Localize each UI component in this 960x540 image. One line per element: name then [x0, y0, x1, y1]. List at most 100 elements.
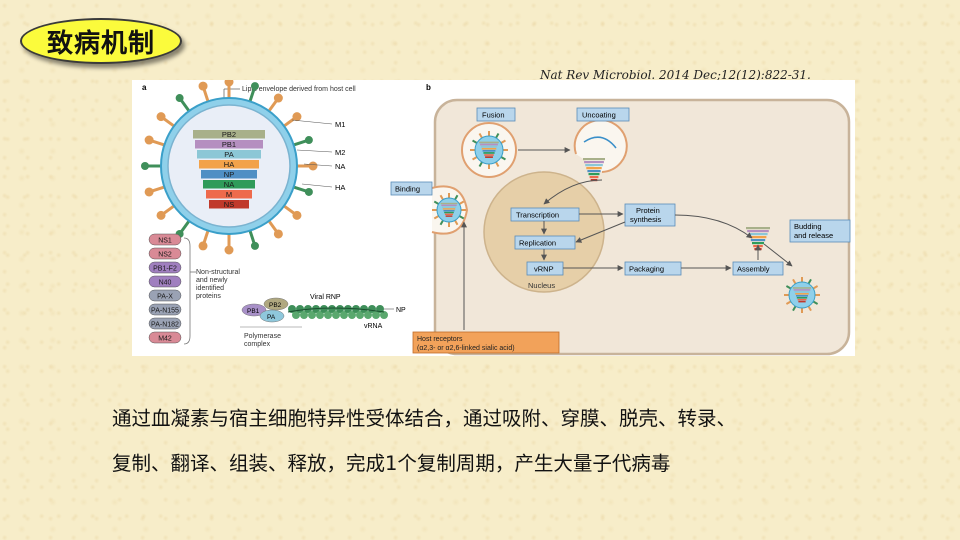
na-spike: [248, 82, 259, 102]
nsp-ns2: NS2: [148, 247, 182, 260]
svg-text:PA-N182: PA-N182: [151, 322, 179, 329]
ha-spike: [198, 81, 210, 102]
step-budding: Budding and release: [794, 222, 833, 240]
vrna-label: vRNA: [364, 323, 383, 330]
step-protein-synthesis: Protein synthesis: [630, 206, 662, 224]
ha-spike: [156, 204, 175, 220]
svg-text:HA: HA: [224, 160, 234, 169]
svg-text:NS2: NS2: [158, 252, 172, 259]
svg-text:PA-X: PA-X: [157, 294, 173, 301]
step-binding: Binding: [395, 185, 420, 194]
rnp-pa: PA: [267, 314, 276, 321]
virion-binding: [432, 193, 466, 227]
host-receptors-label: Host receptors (α2,3- or α2,6-linked sia…: [417, 336, 515, 352]
pathway-arrows: [461, 147, 793, 330]
ha-spike: [198, 230, 210, 251]
slide-title-badge: 致病机制: [20, 18, 182, 64]
segment-np: NP: [201, 170, 257, 179]
nsp-n40: N40: [148, 275, 182, 288]
ha-spike: [283, 112, 302, 128]
ha-spike: [144, 185, 165, 197]
na-spike: [293, 136, 313, 147]
figure-influenza-pathogenesis: a Lipid envelope derived from host cell …: [132, 80, 855, 356]
na-spike: [175, 94, 191, 112]
ha-spike: [156, 112, 175, 128]
panel-b: b Nucleus Fusion Uncoating Binding Trans…: [390, 83, 851, 356]
body-line-2: 复制、翻译、组装、释放，完成1个复制周期，产生大量子代病毒: [112, 452, 671, 475]
rnp-pb2: PB2: [269, 302, 282, 309]
na-spike: [141, 162, 161, 170]
svg-text:N40: N40: [159, 280, 172, 287]
viral-rnp-title: Viral RNP: [310, 294, 341, 301]
np-label: NP: [396, 307, 406, 314]
svg-text:PA: PA: [224, 150, 233, 159]
np-beads: [287, 305, 388, 319]
virion-callouts: M1 M2 NA HA: [291, 119, 345, 192]
segment-ha: HA: [199, 160, 259, 169]
ha-spike: [283, 204, 302, 220]
ha-spike: [224, 234, 234, 255]
step-fusion: Fusion: [482, 111, 505, 120]
step-vrnp: vRNP: [534, 265, 554, 274]
host-receptors-box: [412, 331, 560, 354]
ha-spike: [267, 93, 283, 112]
envelope-label: Lipid envelope derived from host cell: [242, 86, 356, 93]
svg-text:M42: M42: [158, 336, 172, 343]
ha-spike: [144, 135, 165, 147]
ha-spike: [297, 161, 318, 171]
callout-ha: HA: [335, 183, 345, 192]
svg-text:NS1: NS1: [158, 238, 172, 245]
nsp-pb1-f2: PB1-F2: [148, 261, 182, 274]
svg-text:NS: NS: [224, 200, 234, 209]
na-spike: [248, 230, 259, 250]
slide-title: 致病机制: [46, 28, 155, 59]
segment-pb2: PB2: [193, 130, 265, 139]
nucleus-label: Nucleus: [528, 281, 555, 290]
segment-na: NA: [203, 180, 255, 189]
segment-m: M: [206, 190, 252, 199]
ha-spike: [224, 80, 234, 98]
step-uncoating: Uncoating: [582, 111, 616, 120]
svg-text:PB1-F2: PB1-F2: [153, 266, 177, 273]
ha-spike: [267, 220, 283, 239]
nsp-pa-x: PA-X: [148, 289, 182, 302]
segment-pa: PA: [197, 150, 261, 159]
body-text: 通过血凝素与宿主细胞特异性受体结合，通过吸附、穿膜、脱壳、转录、 复制、翻译、组…: [112, 396, 892, 486]
panel-a: a Lipid envelope derived from host cell …: [141, 80, 406, 348]
step-transcription: Transcription: [516, 211, 559, 220]
segment-ns: NS: [209, 200, 249, 209]
virion-fusion: [470, 131, 508, 169]
body-line-1: 通过血凝素与宿主细胞特异性受体结合，通过吸附、穿膜、脱壳、转录、: [112, 407, 737, 430]
step-packaging: Packaging: [629, 265, 664, 274]
rnp-pb1: PB1: [247, 308, 260, 315]
pathway-step-labels: Fusion Uncoating Binding Transcription P…: [390, 107, 851, 276]
nsp-pa-n182: PA-N182: [148, 317, 182, 330]
panel-b-label: b: [426, 83, 431, 92]
svg-text:PB2: PB2: [222, 130, 236, 139]
nsp-ns1: NS1: [148, 233, 182, 246]
surface-spikes: [141, 80, 318, 255]
step-replication: Replication: [519, 239, 556, 248]
segment-pb1: PB1: [195, 140, 263, 149]
step-assembly: Assembly: [737, 265, 770, 274]
svg-text:NA: NA: [224, 180, 234, 189]
svg-text:PB1: PB1: [222, 140, 236, 149]
na-spike: [293, 185, 313, 196]
nonstructural-caption: Non-structural and newly identified prot…: [196, 269, 242, 300]
panel-a-label: a: [142, 83, 147, 92]
nsp-pa-n155: PA-N155: [148, 303, 182, 316]
viral-rnp: Viral RNP NP vRNA PB2 PB1 PA Polymerase …: [240, 294, 406, 348]
callout-na: NA: [335, 162, 345, 171]
svg-text:M: M: [226, 190, 232, 199]
callout-m1: M1: [335, 120, 345, 129]
nsp-m42: M42: [148, 331, 182, 344]
svg-text:PA-N155: PA-N155: [151, 308, 179, 315]
virion-released: [784, 277, 820, 313]
callout-m2: M2: [335, 148, 345, 157]
citation: Nat Rev Microbiol. 2014 Dec;12(12):822-3…: [540, 68, 811, 82]
polymerase-complex-caption: Polymerase complex: [244, 333, 283, 348]
svg-text:NP: NP: [224, 170, 234, 179]
